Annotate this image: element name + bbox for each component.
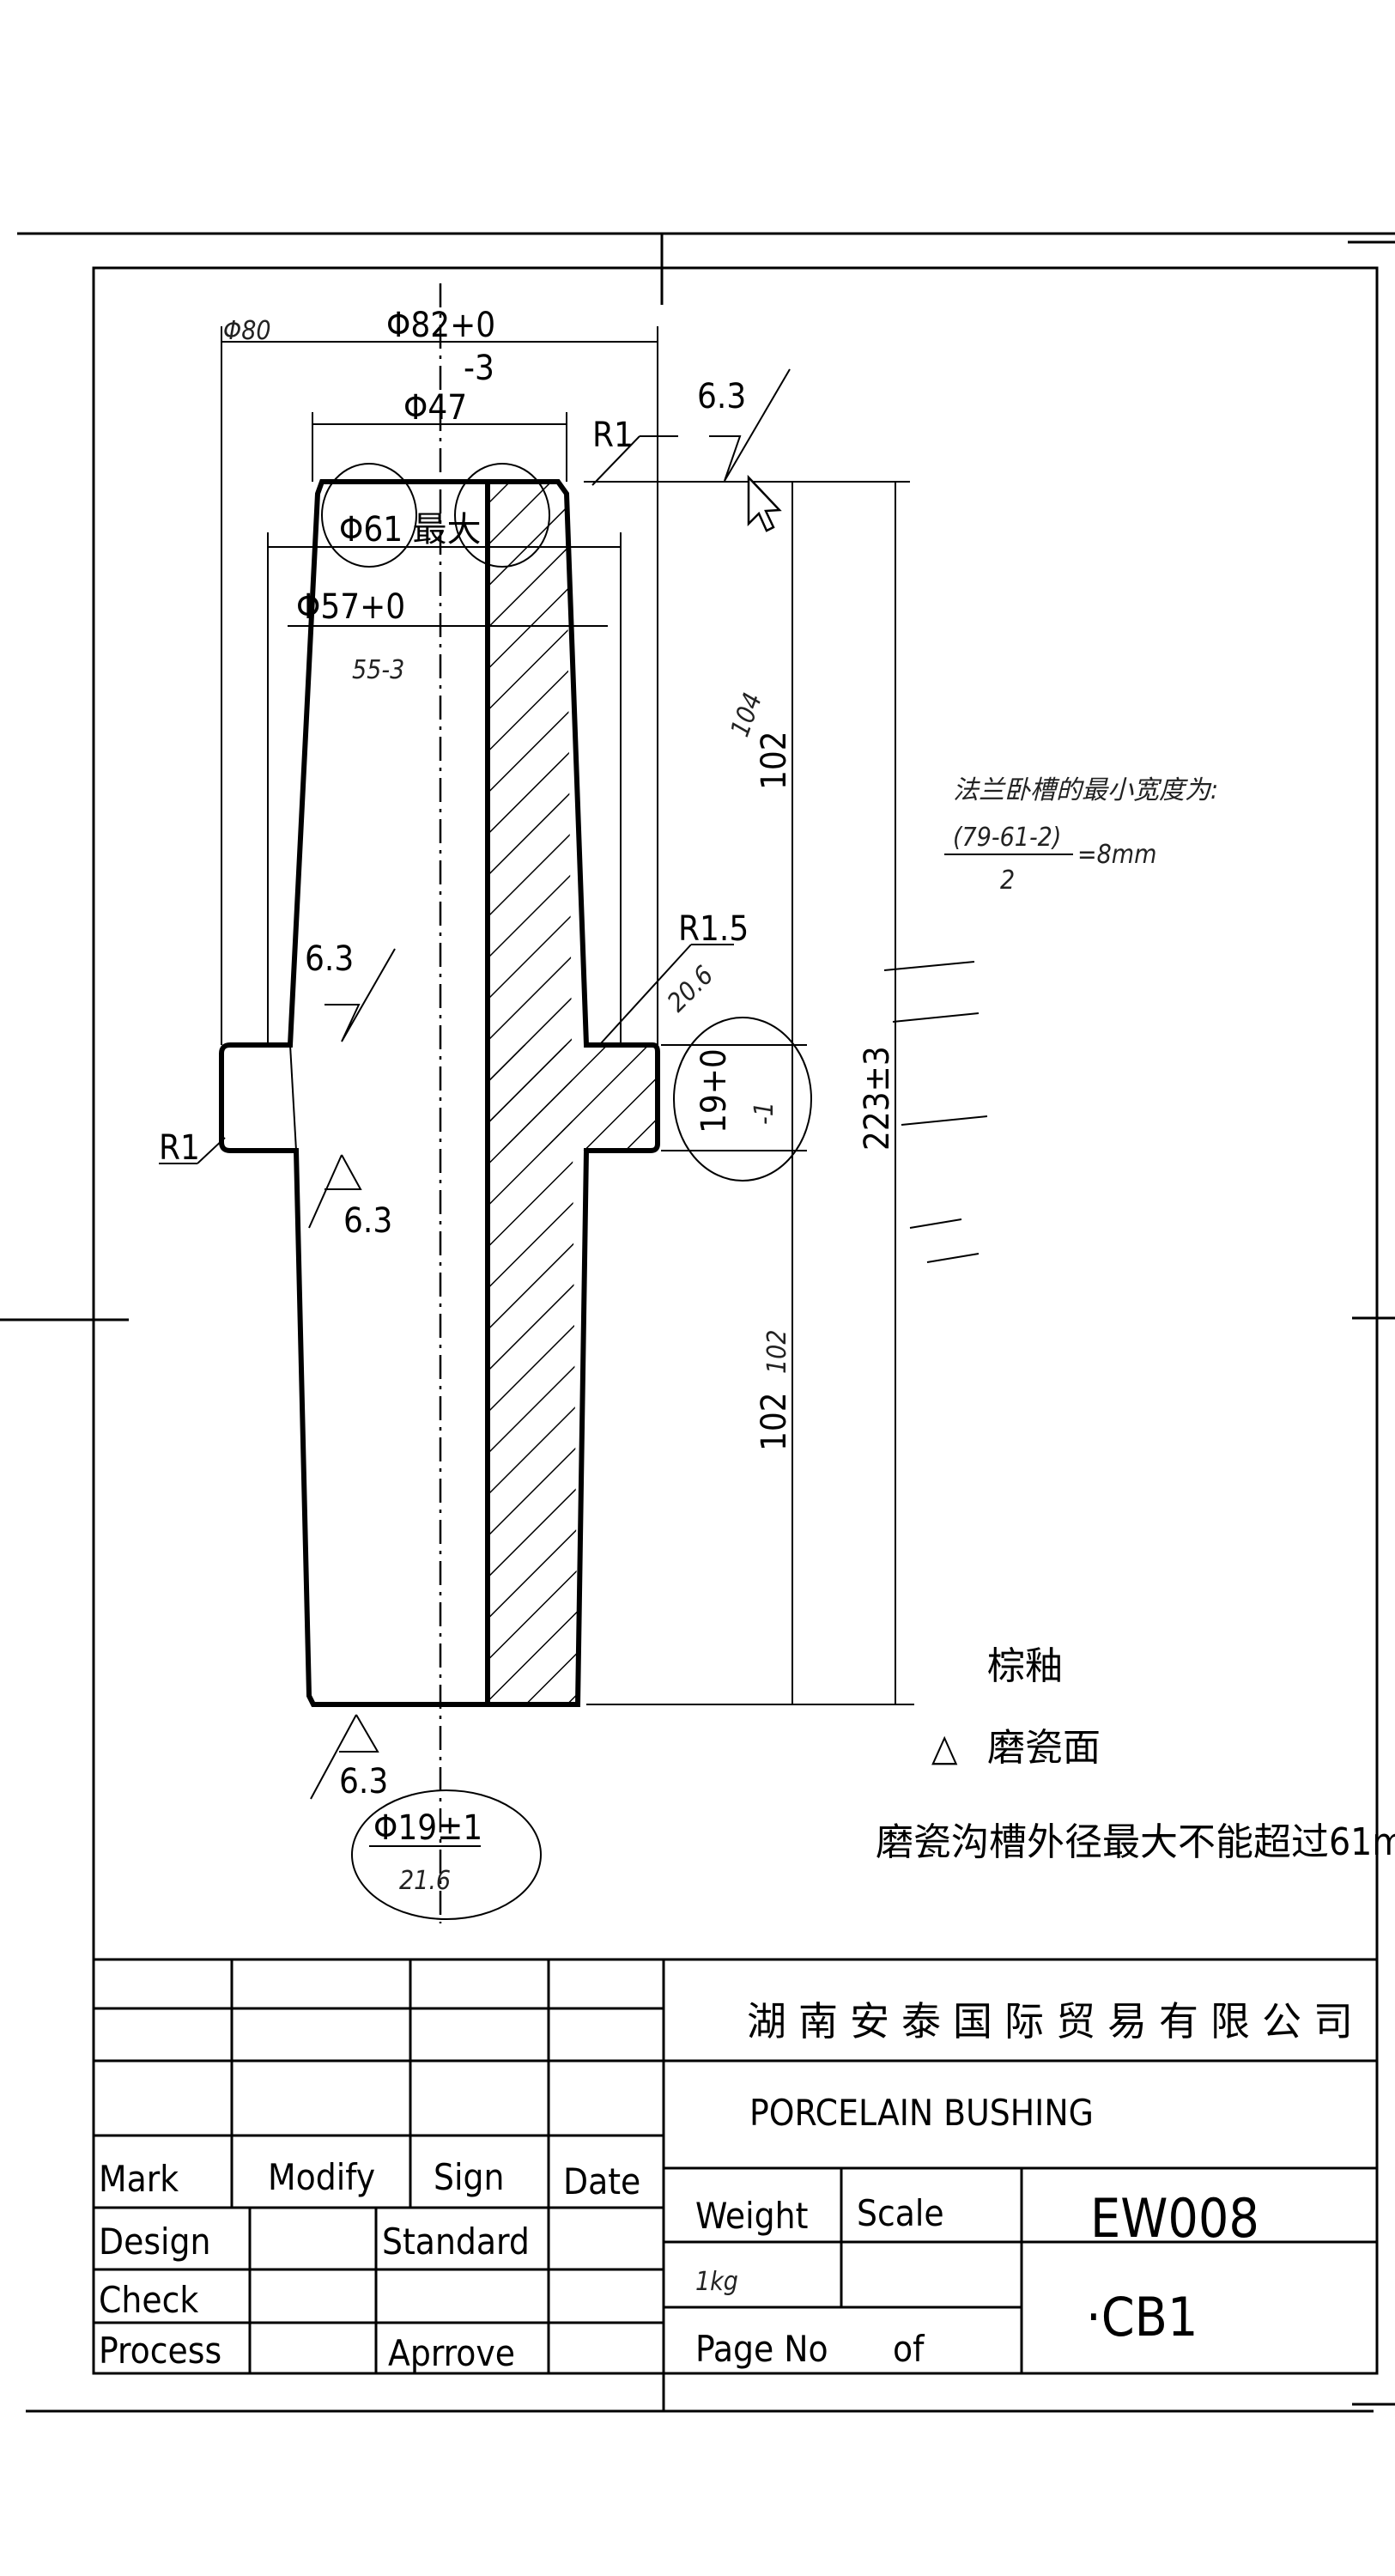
hand-bore-note: 21.6 [399, 1866, 451, 1896]
hand-formula: (79-61-2) [953, 823, 1061, 853]
dim-outer-diameter: Φ82+0 [386, 306, 495, 345]
process-label: Process [99, 2330, 221, 2372]
dim-mid-diameter: Φ57+0 [296, 587, 405, 627]
approve-label: Aprrove [388, 2332, 515, 2374]
dim-bore-diameter: Φ19±1 [373, 1808, 482, 1848]
legend-glaze: 棕釉 [987, 1644, 1063, 1688]
dim-total-length: 223±3 [858, 1046, 897, 1151]
dim-flange-thickness: 19+0 [694, 1048, 734, 1133]
part-name: PORCELAIN BUSHING [749, 2092, 1094, 2134]
dim-flange-thickness-tol: -1 [749, 1102, 779, 1125]
dim-lower-length: 102 [755, 1392, 794, 1451]
dim-flange-radius: R1 [159, 1128, 200, 1168]
dim-groove-max: Φ61 最大 [339, 510, 482, 550]
of-label: of [893, 2328, 925, 2370]
weight-label: Weight [695, 2195, 808, 2237]
surface-finish-4: 6.3 [339, 1762, 388, 1801]
surface-finish-2: 6.3 [305, 939, 354, 979]
rev-header-sign: Sign [434, 2156, 504, 2198]
drawing-number: EW008 [1090, 2187, 1259, 2250]
hand-denominator: 2 [1000, 866, 1015, 896]
hand-result: =8mm [1077, 840, 1156, 870]
legend-ground: 磨瓷面 [987, 1726, 1101, 1770]
hand-flange-note: 20.6 [662, 960, 719, 1018]
legend-note: 磨瓷沟槽外径最大不能超过61mm [876, 1820, 1395, 1864]
dim-mid-diameter-note: 55-3 [352, 655, 404, 685]
weight-value: 1kg [695, 2267, 738, 2297]
surface-finish-3: 6.3 [343, 1201, 392, 1241]
bushing-section [219, 283, 660, 1923]
dim-groove-radius: R1.5 [678, 909, 749, 949]
hand-top-left: Φ80 [223, 316, 271, 346]
rev-header-date: Date [563, 2160, 640, 2202]
title-block-grid [94, 1958, 1377, 2411]
sheet-frame [0, 232, 1395, 2413]
company-name: 湖南安泰国际贸易有限公司 [747, 1998, 1365, 2044]
surface-finish-1: 6.3 [697, 377, 746, 416]
handwritten-marks [321, 463, 988, 1920]
dimension-lines [159, 326, 914, 1705]
rev-header-mark: Mark [99, 2158, 179, 2200]
mouse-cursor-icon [747, 474, 782, 532]
design-label: Design [99, 2221, 211, 2263]
hand-width-note: 法兰卧槽的最小宽度为: [953, 775, 1218, 805]
hand-lower-note: 102 [762, 1329, 792, 1374]
legend-ground-symbol: △ [931, 1726, 958, 1770]
dim-outer-diameter-tol: -3 [464, 349, 494, 388]
dim-top-radius: R1 [592, 416, 634, 455]
drawing-code: ·CB1 [1086, 2286, 1198, 2348]
page-no-label: Page No [695, 2328, 828, 2370]
standard-label: Standard [382, 2221, 530, 2263]
dim-top-diameter: Φ47 [403, 388, 467, 428]
check-label: Check [99, 2279, 198, 2321]
rev-header-modify: Modify [268, 2156, 375, 2198]
dim-upper-length: 102 [755, 731, 794, 790]
scale-label: Scale [857, 2192, 944, 2234]
surface-finish-icons [308, 368, 791, 1800]
